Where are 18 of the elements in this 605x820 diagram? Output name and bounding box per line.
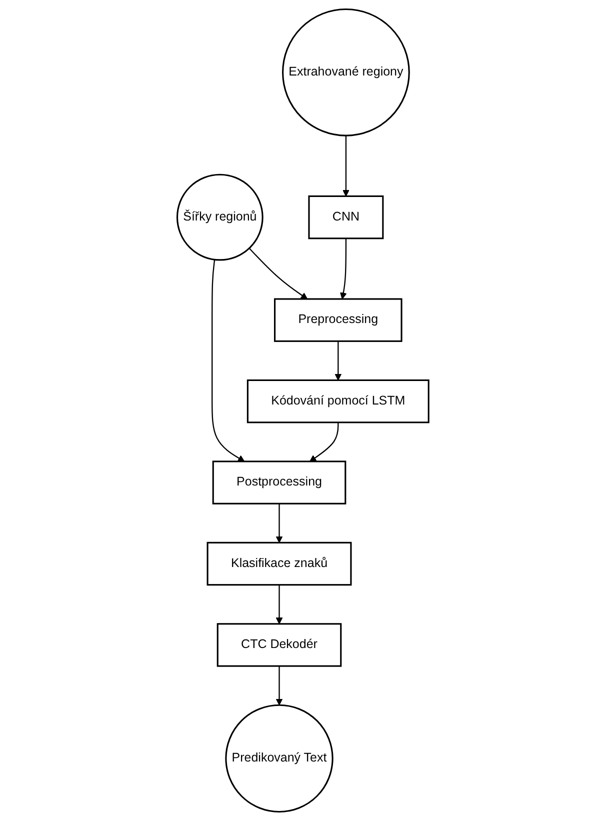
arrow bbox=[334, 340, 342, 380]
arrow bbox=[275, 666, 282, 705]
node-box: CNN bbox=[308, 194, 384, 239]
arrow bbox=[211, 259, 244, 462]
node-box: Postprocessing bbox=[212, 460, 346, 504]
node-box: Preprocessing bbox=[274, 298, 402, 342]
node-circle: Šířky regionů bbox=[176, 173, 263, 260]
arrow bbox=[340, 238, 346, 299]
node-circle: Predikovaný Text bbox=[224, 704, 333, 812]
node-box: CTC Dekodér bbox=[216, 622, 342, 666]
node-circle: Extrahované regiony bbox=[282, 8, 410, 136]
arrow bbox=[275, 503, 282, 542]
node-box: Klasifikace znaků bbox=[206, 541, 352, 586]
arrow bbox=[309, 422, 338, 462]
arrow bbox=[248, 247, 308, 299]
node-box: Kódování pomocí LSTM bbox=[246, 378, 429, 423]
arrow bbox=[275, 584, 282, 624]
arrow bbox=[342, 135, 349, 196]
